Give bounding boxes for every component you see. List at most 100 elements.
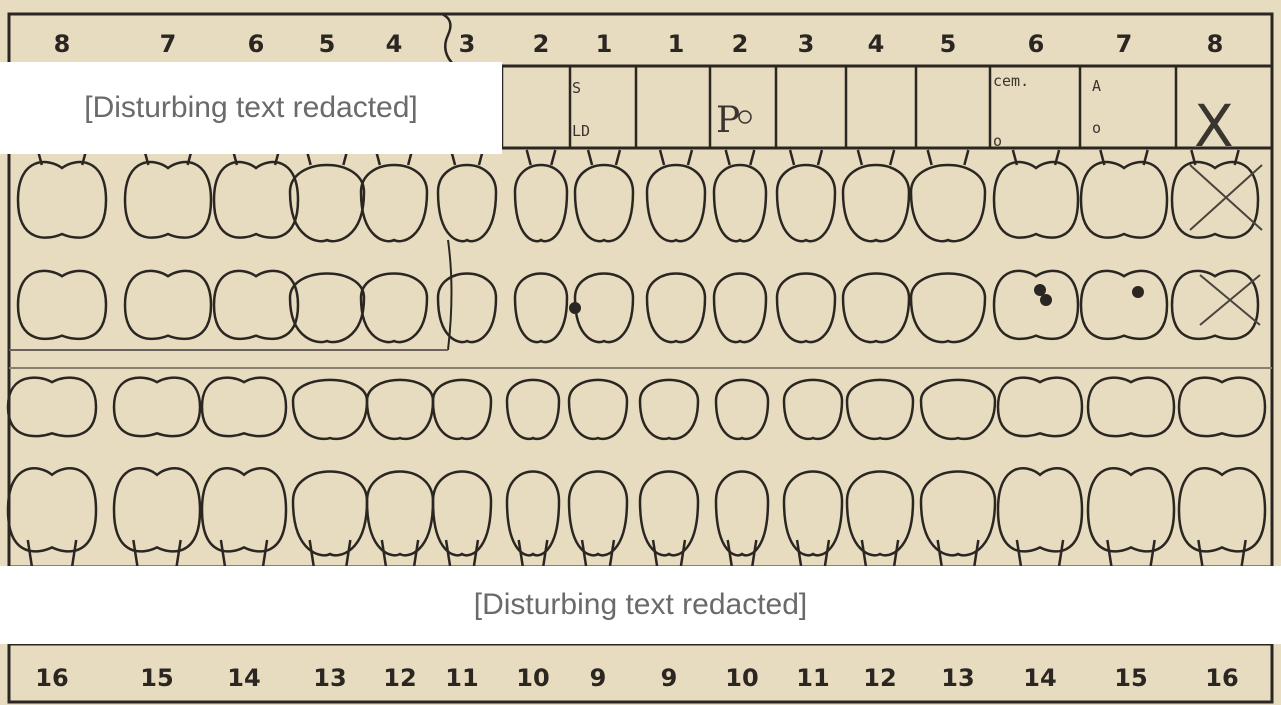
lower-tooth-number: 9 xyxy=(661,664,678,692)
tooth-root xyxy=(790,150,822,165)
lower-tooth-number: 16 xyxy=(35,664,68,692)
tooth-crown xyxy=(575,165,633,241)
tooth-root xyxy=(660,150,692,165)
annotation-cem: cem. xyxy=(993,72,1029,90)
tooth-crown xyxy=(569,380,627,439)
tooth-crown xyxy=(1172,271,1258,339)
lower-tooth-number: 15 xyxy=(1114,664,1147,692)
tooth-crown xyxy=(18,271,106,339)
tooth-crown xyxy=(433,380,491,439)
lower-tooth-number: 13 xyxy=(313,664,346,692)
tooth-crown xyxy=(777,274,835,343)
upper-tooth-number: 8 xyxy=(1207,30,1224,58)
upper-tooth-number: 1 xyxy=(668,30,685,58)
tooth-crown xyxy=(640,380,698,439)
tooth-crown xyxy=(202,468,286,551)
lower-tooth-number: 12 xyxy=(383,664,416,692)
tooth-crown xyxy=(1179,468,1265,551)
tooth-crown xyxy=(507,380,559,439)
tooth-crown xyxy=(569,472,627,556)
tooth-crown xyxy=(647,274,705,343)
tooth-root xyxy=(133,540,180,566)
upper-tooth-number: 4 xyxy=(386,30,403,58)
tooth-root xyxy=(858,150,894,165)
tooth-crown xyxy=(18,162,106,238)
tooth-crown xyxy=(114,378,200,437)
caries-mark xyxy=(1034,284,1046,296)
tooth-crown xyxy=(716,472,768,556)
tooth-crown xyxy=(367,380,433,439)
tooth-crown xyxy=(716,380,768,439)
tooth-crown xyxy=(647,165,705,241)
upper-tooth-number: 7 xyxy=(1116,30,1133,58)
caries-mark xyxy=(1040,294,1052,306)
tooth-crown xyxy=(1088,468,1174,551)
redacted-text-top: [Disturbing text redacted] xyxy=(0,62,502,154)
upper-tooth-number: 1 xyxy=(596,30,613,58)
tooth-crown xyxy=(714,274,766,343)
tooth-crown xyxy=(214,162,298,238)
tooth-root xyxy=(928,150,969,165)
tooth-root xyxy=(1198,540,1245,566)
upper-tooth-number: 8 xyxy=(54,30,71,58)
annotation-o2: o xyxy=(1092,119,1101,137)
lower-tooth-number: 14 xyxy=(1023,664,1056,692)
missing-tooth-cross xyxy=(1190,165,1262,325)
tooth-crown xyxy=(507,472,559,556)
tooth-root xyxy=(1107,540,1154,566)
upper-tooth-number: 5 xyxy=(319,30,336,58)
annotation-x: X xyxy=(1194,92,1234,160)
caries-mark xyxy=(1132,286,1144,298)
tooth-crown xyxy=(1081,271,1167,339)
tooth-crown xyxy=(361,274,427,343)
upper-tooth-number: 3 xyxy=(459,30,476,58)
tooth-crown xyxy=(575,274,633,343)
annotation-ld: LD xyxy=(572,122,590,140)
upper-tooth-number: 6 xyxy=(248,30,265,58)
tooth-crown xyxy=(777,165,835,241)
annotation-a: A xyxy=(1092,77,1101,95)
teeth-drawings xyxy=(8,150,1265,566)
tooth-crown xyxy=(921,380,995,439)
tooth-crown xyxy=(843,274,909,343)
tooth-crown xyxy=(361,165,427,241)
upper-tooth-number: 2 xyxy=(533,30,550,58)
tooth-crown xyxy=(994,162,1078,238)
tooth-root xyxy=(28,540,76,566)
tooth-crown xyxy=(714,165,766,241)
tooth-crown xyxy=(847,380,913,439)
tooth-crown xyxy=(290,165,364,241)
tooth-crown xyxy=(8,468,96,551)
lower-tooth-number: 15 xyxy=(140,664,173,692)
tooth-crown xyxy=(1179,378,1265,437)
tooth-crown xyxy=(125,162,211,238)
tooth-crown xyxy=(911,165,985,241)
annotation-o1: o xyxy=(993,132,1002,150)
lower-tooth-number: 11 xyxy=(796,664,829,692)
lower-tooth-number: 14 xyxy=(227,664,260,692)
tooth-crown xyxy=(515,274,567,343)
lower-tooth-number: 11 xyxy=(445,664,478,692)
tooth-root xyxy=(221,540,267,566)
tooth-crown xyxy=(290,274,364,343)
tooth-crown xyxy=(1088,378,1174,437)
lower-tooth-number: 10 xyxy=(725,664,758,692)
tooth-crown xyxy=(438,274,496,343)
tooth-crown xyxy=(438,165,496,241)
lower-tooth-number: 16 xyxy=(1205,664,1238,692)
tooth-crown xyxy=(114,468,200,551)
upper-tooth-number: 2 xyxy=(732,30,749,58)
tooth-crown xyxy=(293,380,367,439)
tooth-crown xyxy=(998,378,1082,437)
upper-tooth-number: 4 xyxy=(868,30,885,58)
tooth-crown xyxy=(998,468,1082,551)
tooth-root xyxy=(588,150,620,165)
upper-tooth-number: 5 xyxy=(940,30,957,58)
annotation-p: P xyxy=(716,100,740,141)
tooth-root xyxy=(1017,540,1063,566)
tooth-crown xyxy=(847,472,913,556)
caries-mark xyxy=(569,302,581,314)
tooth-crown xyxy=(515,165,567,241)
tooth-crown xyxy=(784,380,842,439)
